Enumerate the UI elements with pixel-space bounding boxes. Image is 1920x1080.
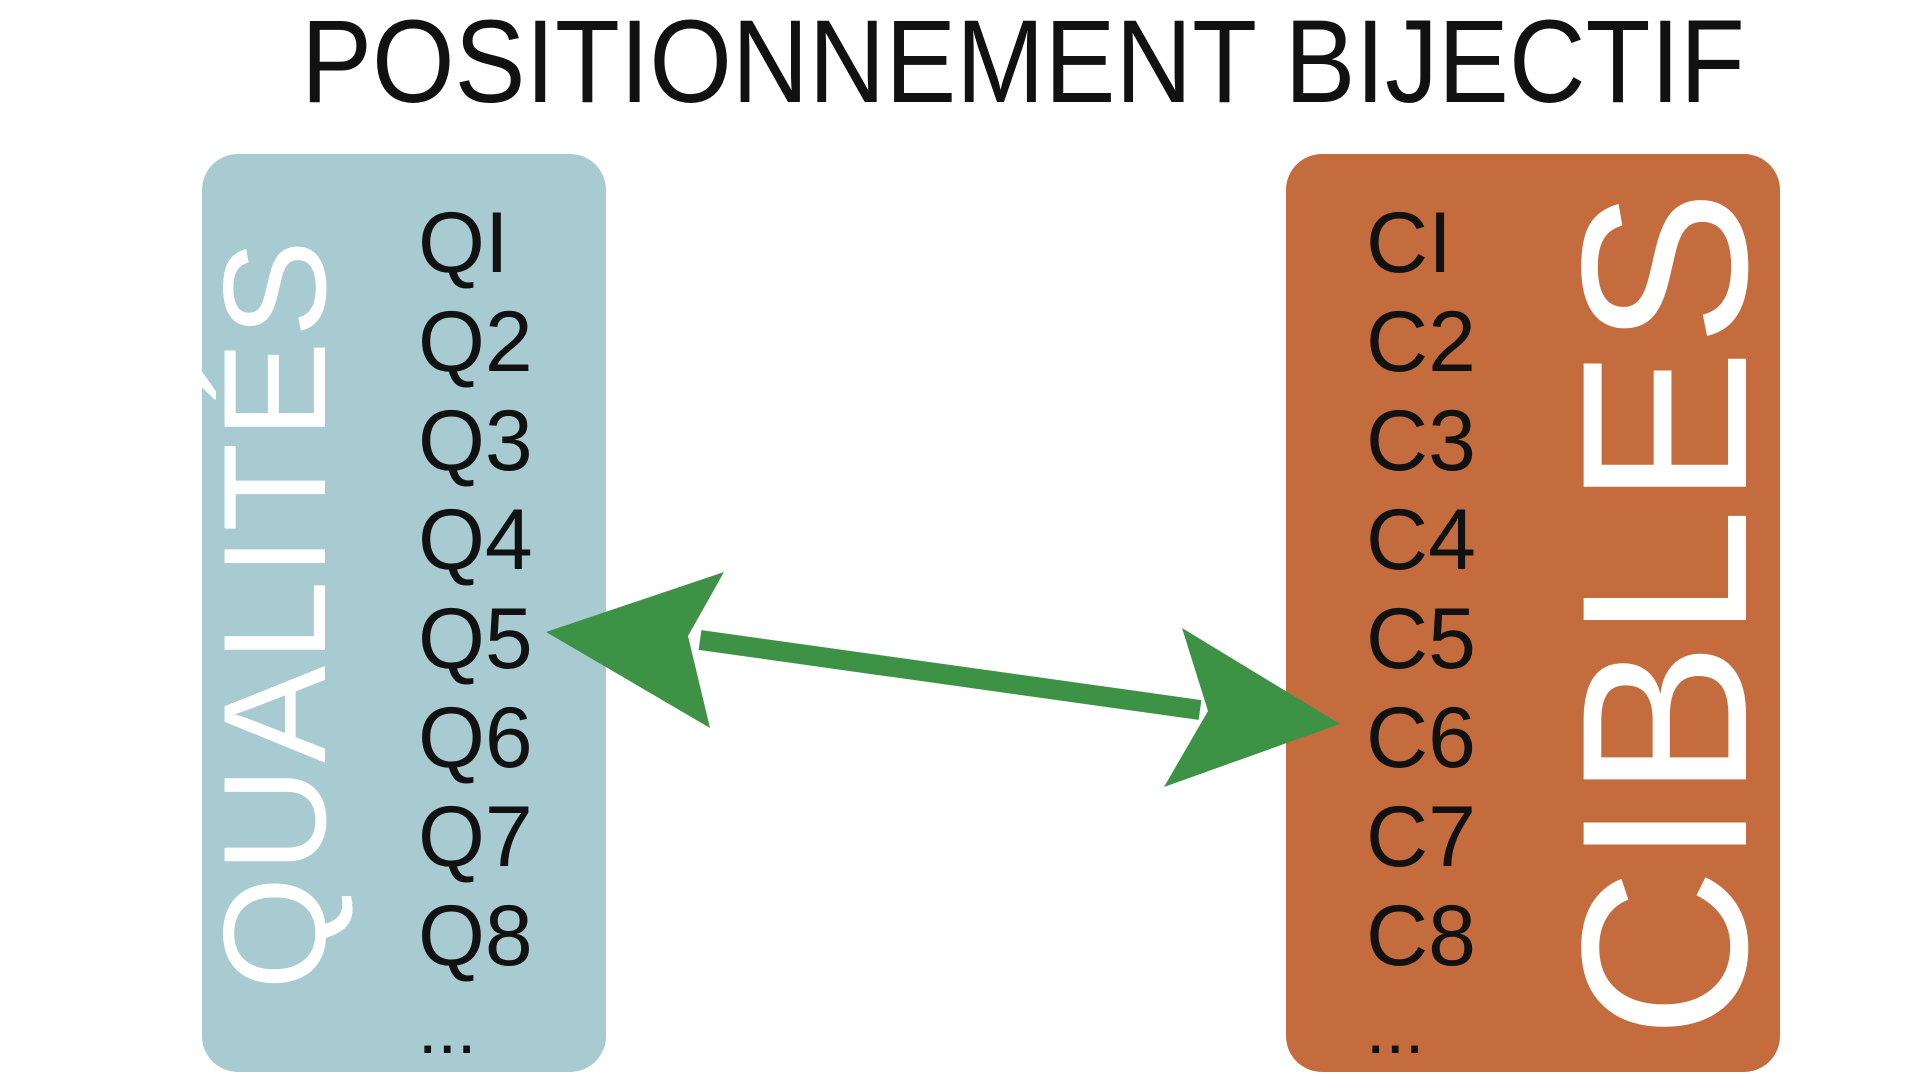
diagram-title: POSITIONNEMENT BIJECTIF [301, 0, 1745, 128]
cible-item: C6 [1366, 690, 1476, 786]
qualite-item: Q2 [418, 294, 533, 390]
cible-item: C5 [1366, 591, 1476, 687]
cible-item: CI [1366, 195, 1452, 291]
qualite-item: QI [418, 195, 509, 291]
cible-item: C7 [1366, 789, 1476, 885]
arrow-shaft [698, 630, 1202, 720]
cible-item: C3 [1366, 393, 1476, 489]
cible-item: C4 [1366, 492, 1476, 588]
arrow-head-right-icon [1164, 628, 1340, 787]
qualite-item: Q7 [418, 789, 533, 885]
qualite-item: Q5 [418, 591, 533, 687]
qualite-item: Q3 [418, 393, 533, 489]
arrow-head-left-icon [546, 572, 724, 728]
qualite-item: Q6 [418, 690, 533, 786]
qualite-item: Q4 [418, 492, 533, 588]
cible-item: C2 [1366, 294, 1476, 390]
cible-item: ... [1366, 990, 1425, 1068]
qualite-item: Q8 [418, 888, 533, 984]
qualite-item: ... [418, 990, 477, 1068]
cible-item: C8 [1366, 888, 1476, 984]
